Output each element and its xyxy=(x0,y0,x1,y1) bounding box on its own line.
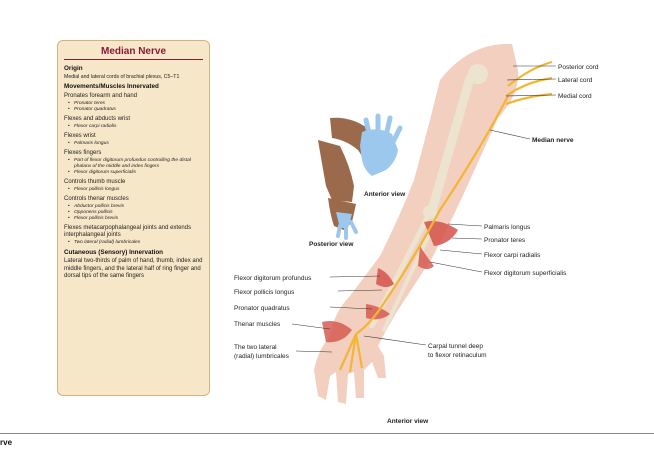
label-pronator-quadratus: Pronator quadratus xyxy=(234,305,290,312)
label-carpal-tunnel-2: to flexor retinaculum xyxy=(428,352,487,359)
label-flexor-carpi-radialis: Flexor carpi radialis xyxy=(484,252,541,259)
label-posterior-view: Posterior view xyxy=(309,241,354,248)
footer-rule xyxy=(0,433,654,434)
caption-fragment: rve xyxy=(0,438,12,447)
label-anterior-view-main: Anterior view xyxy=(387,418,429,425)
label-two-lateral-2: (radial) lumbricales xyxy=(234,353,290,360)
label-flexor-pollicis-longus: Flexor pollicis longus xyxy=(234,289,295,296)
label-palmaris-longus: Palmaris longus xyxy=(484,224,531,231)
label-posterior-cord: Posterior cord xyxy=(558,64,599,71)
label-thenar-muscles: Thenar muscles xyxy=(234,321,281,328)
label-median-nerve: Median nerve xyxy=(532,137,574,144)
label-anterior-view-small: Anterior view xyxy=(364,191,406,198)
label-lateral-cord: Lateral cord xyxy=(558,77,593,84)
label-carpal-tunnel-1: Carpal tunnel deep xyxy=(428,343,483,350)
label-flexor-digitorum-profundus: Flexor digitorum profundus xyxy=(234,275,312,282)
small-hand-posterior xyxy=(318,140,356,238)
label-medial-cord: Medial cord xyxy=(558,93,592,100)
label-two-lateral-1: The two lateral xyxy=(234,344,277,351)
label-flexor-digitorum-superficialis: Flexor digitorum superficialis xyxy=(484,270,567,277)
label-pronator-teres: Pronator teres xyxy=(484,237,526,244)
